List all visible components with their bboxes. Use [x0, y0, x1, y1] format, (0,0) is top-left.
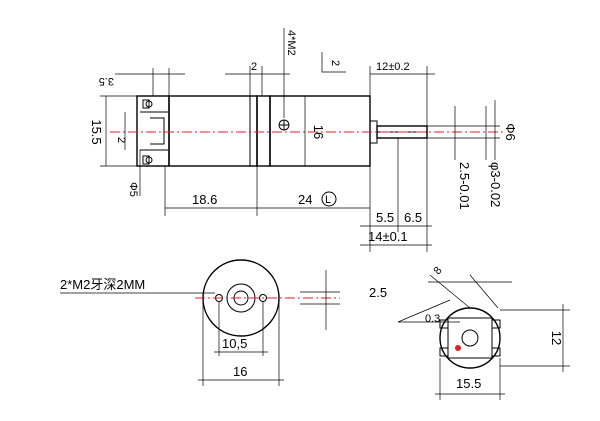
- rear-cap-square: [447, 317, 493, 359]
- dim-15-5: 15.5: [89, 119, 104, 144]
- dim-12: 12±0.2: [376, 61, 410, 73]
- screw-spec: 2*M2牙深2MM: [60, 277, 145, 292]
- screw-hole-right: [259, 294, 267, 302]
- terminal-bottom: [142, 155, 150, 165]
- section-flag: [321, 52, 346, 73]
- dim-L-symbol: L: [325, 194, 331, 206]
- dim-0-3: 0.3: [425, 313, 440, 325]
- dim-16-front: 16: [233, 364, 247, 379]
- dim-14: 14±0.1: [368, 229, 408, 244]
- dim-2-5-front: 2.5: [369, 285, 387, 300]
- dim-5-5: 5.5: [376, 210, 394, 225]
- dim-12-rear: 12: [549, 331, 564, 345]
- front-view: 2*M2牙深2MM 2.5 10,5 16: [60, 259, 387, 386]
- dim-10-5: 10,5: [222, 336, 247, 351]
- dim-phi3: φ3-0.02: [488, 162, 503, 207]
- dim-24: 24: [298, 192, 312, 207]
- rear-view: 8 0.3 12 15.5: [397, 265, 570, 400]
- terminal-top: [142, 99, 150, 109]
- dim-2-5-side: 2.5-0.01: [457, 162, 472, 210]
- dim-15-5-rear: 15.5: [456, 376, 481, 391]
- dim-16-side: 16: [311, 125, 326, 139]
- dim-4m2: 4*M2: [285, 30, 297, 56]
- side-view: 3.5 2 4*M2 2 12±0.2 15.5 2 Φ5 16 18.6 24…: [89, 28, 518, 252]
- dim-3-5: 3.5: [99, 75, 114, 87]
- dim-2-flag: 2: [329, 60, 341, 66]
- dim-phi6: Φ6: [503, 123, 518, 141]
- rear-bearing-boss: [150, 117, 165, 145]
- dim-8: 8: [432, 265, 445, 277]
- motor-can: [168, 95, 258, 167]
- rear-cap-circle: [439, 307, 501, 369]
- dim-6-5: 6.5: [404, 210, 422, 225]
- gearbox-flange: [256, 95, 271, 167]
- dim-2-top: 2: [251, 61, 257, 73]
- dim-2-left: 2: [115, 137, 127, 143]
- dim-18-6: 18.6: [192, 192, 217, 207]
- rear-terminal-dot: [455, 345, 461, 351]
- dim-phi5: Φ5: [127, 182, 139, 197]
